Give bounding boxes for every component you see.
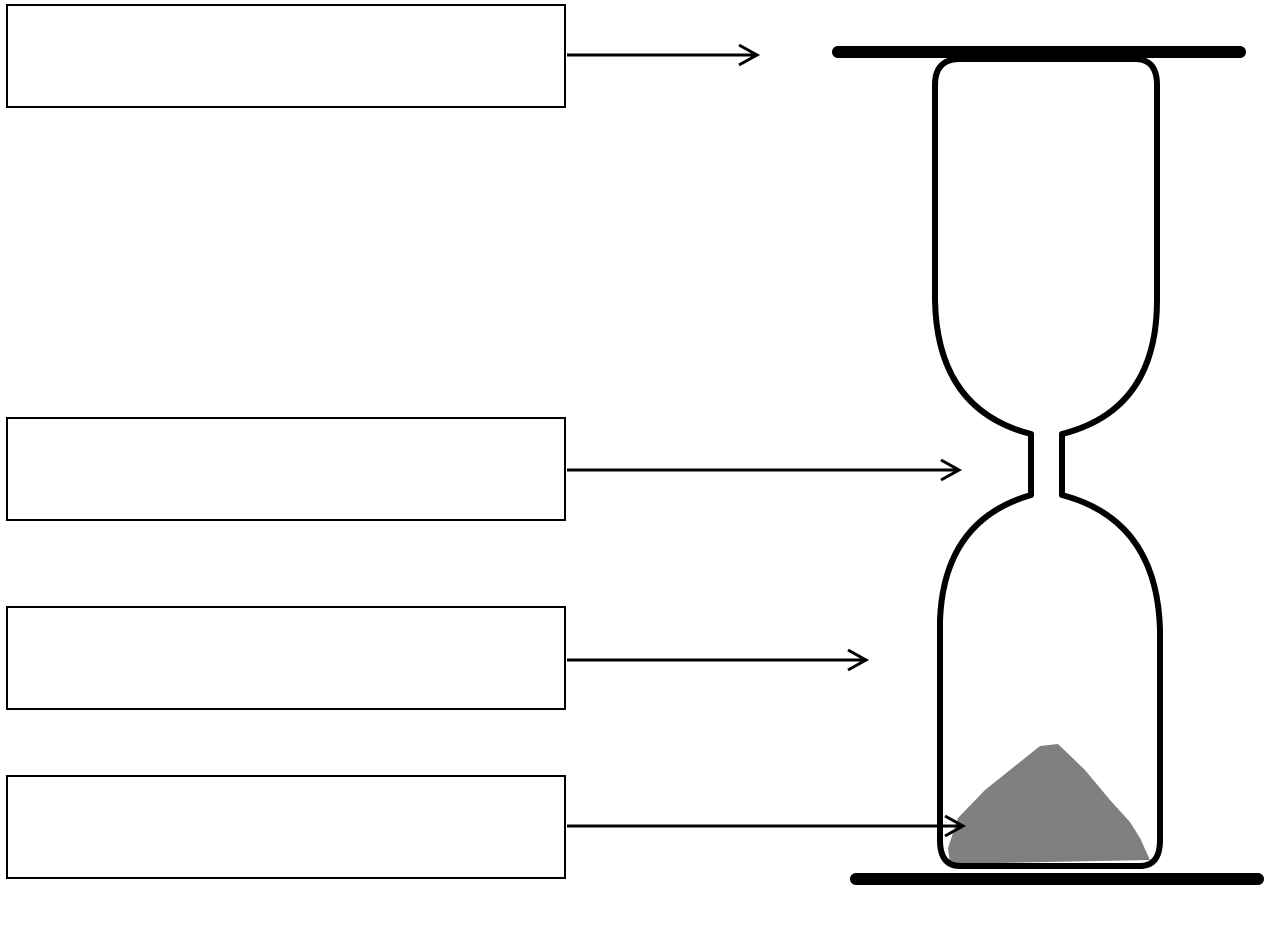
arrow-lower-bulb [567, 648, 870, 672]
arrow-neck [567, 458, 963, 482]
label-box-neck[interactable] [6, 417, 566, 521]
label-box-top-frame[interactable] [6, 4, 566, 108]
label-box-sand[interactable] [6, 775, 566, 879]
label-box-lower-bulb[interactable] [6, 606, 566, 710]
sand-pile [948, 744, 1150, 864]
hourglass-glass [932, 56, 1163, 869]
arrow-sand [567, 814, 967, 838]
arrow-top-frame [567, 43, 761, 67]
